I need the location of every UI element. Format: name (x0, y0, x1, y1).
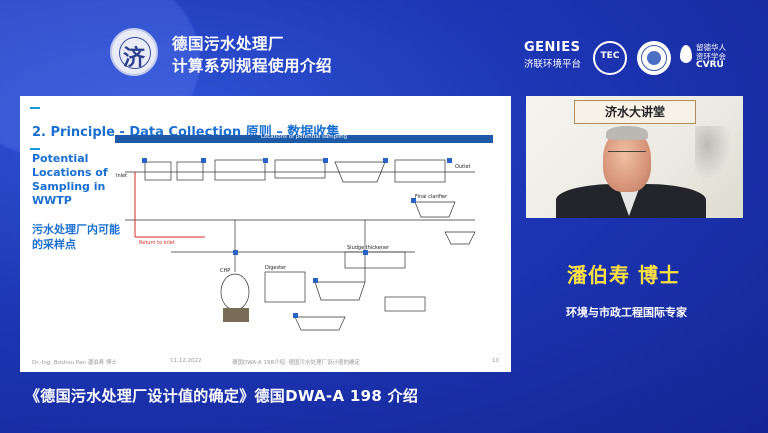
label-final-clarifier: Final clarifier (415, 194, 448, 200)
slide-footer-author: Dr.-Ing. Boshou Pan 潘伯寿 博士 (32, 360, 117, 366)
label-digester: Digester (265, 265, 287, 271)
title-line-1: 德国污水处理厂 (172, 35, 285, 53)
speaker-video: 济水大讲堂 (526, 96, 743, 218)
slide-page-number: 10 (492, 358, 499, 364)
society-seal-logo (637, 41, 671, 75)
presentation-slide: 2. Principle - Data Collection 原则 – 数据收集… (20, 96, 511, 372)
slide-accent-dash (30, 148, 40, 150)
glasses-icon (608, 151, 646, 160)
label-thickener: Sludge thickener (347, 245, 390, 251)
slide-bullet-en: Potential Locations of Sampling in WWTP (32, 152, 108, 207)
tec-logo: TEC (593, 41, 627, 75)
label-outlet: Outlet (455, 164, 471, 170)
university-seal-logo: 济 (110, 28, 158, 76)
label-chp: CHP (220, 268, 230, 274)
slide-footer-date: 11.12.2022 (170, 358, 202, 364)
water-drop-icon (680, 45, 692, 63)
presentation-title: 德国污水处理厂 计算系列规程使用介绍 (172, 33, 332, 77)
lecture-banner: 济水大讲堂 (574, 100, 696, 124)
speaker-title: 环境与市政工程国际专家 (566, 306, 687, 319)
lecture-caption: 《德国污水处理厂设计值的确定》德国DWA-A 198 介绍 (25, 387, 419, 405)
title-line-2: 计算系列规程使用介绍 (172, 57, 333, 75)
label-inlet: Inlet (116, 173, 127, 179)
genies-logo: GENIES 济联环境平台 (524, 40, 582, 70)
speaker-face (603, 130, 651, 192)
diagram-banner: Locations of potential sampling (115, 134, 493, 143)
speaker-name: 潘伯寿 博士 (567, 263, 680, 287)
label-return: Return to inlet (139, 240, 175, 246)
slide-footer-topic: 德国DWA-A 198介绍: 德国污水处理厂设计值的确定 (232, 360, 360, 366)
slide-accent-dash (30, 107, 40, 109)
slide-bullet-cn: 污水处理厂内可能的采样点 (32, 223, 120, 251)
wwtp-process-diagram: Inlet Return to inlet CHP Digester Sludg… (116, 158, 476, 331)
